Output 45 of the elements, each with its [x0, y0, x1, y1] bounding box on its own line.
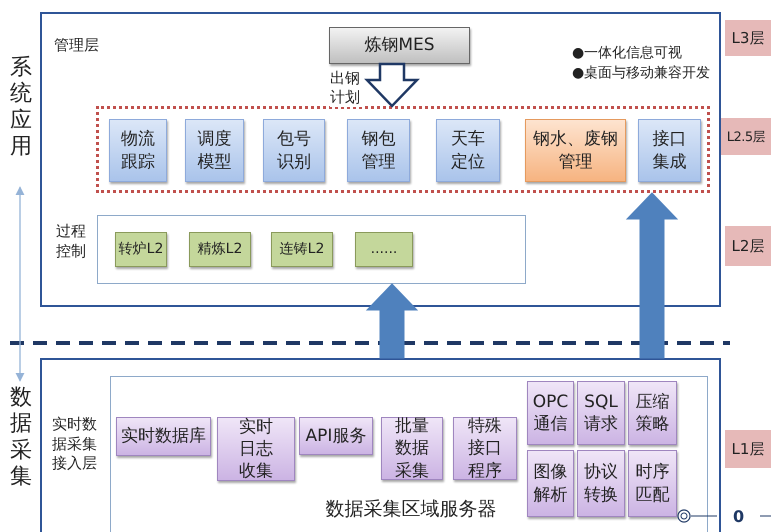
module-box: 天车定位 [436, 119, 500, 182]
service-box: 批量数据采集 [381, 417, 443, 480]
layer-tag: L1层 [725, 430, 771, 468]
block-arrow [366, 283, 418, 358]
panel-heading: 管理层 [54, 36, 100, 56]
module-box: 物流跟踪 [109, 119, 167, 182]
service-box: OPC 通信 [527, 381, 574, 445]
panel-heading: 实时数据采集接入层 [52, 415, 98, 474]
module-box: 钢包管理 [347, 119, 410, 182]
service-box: 特殊接口程序 [453, 417, 517, 480]
group-frame [96, 106, 710, 193]
module-box: ...... [355, 232, 413, 267]
layer-tag: L2层 [725, 226, 771, 266]
module-box: 调度模型 [185, 119, 244, 182]
layer-tag: L3层 [725, 20, 771, 56]
process-box: 炼钢MES [329, 27, 470, 64]
panel [110, 376, 708, 532]
module-box: 精炼L2 [189, 232, 251, 267]
panel [40, 12, 721, 307]
service-box: 实时数据库 [116, 417, 211, 456]
module-box: 连铸L2 [271, 232, 333, 267]
block-arrow [364, 62, 420, 108]
service-box: API服务 [299, 417, 373, 455]
panel [40, 358, 721, 532]
panel-heading: 过程控制 [56, 222, 87, 261]
module-box: 包号识别 [263, 119, 325, 182]
service-box: 实时日志收集 [217, 417, 295, 481]
layer-tag: L2.5层 [721, 118, 771, 155]
service-box: 压缩策略 [628, 381, 677, 445]
module-box: 钢水、废钢管理 [525, 119, 626, 182]
vertical-label: 系统应用 [9, 55, 33, 183]
page-number: 0 [733, 507, 744, 526]
vertical-label: 数据采集 [9, 385, 33, 503]
arrow [15, 186, 25, 382]
service-box: SQL 请求 [577, 381, 625, 445]
edge-label: 出钢计划 [330, 69, 362, 106]
block-arrow [626, 192, 678, 358]
bullet-note: ●桌面与移动兼容开发 [572, 64, 710, 82]
service-box: 时序匹配 [628, 450, 677, 517]
module-box: 接口集成 [638, 119, 701, 182]
module-box: 转炉L2 [115, 232, 167, 267]
service-box: 图像解析 [527, 450, 574, 517]
bullet-note: ●一体化信息可视 [572, 44, 682, 62]
service-box: 协议转换 [577, 450, 625, 517]
panel-heading: 数据采集区域服务器 [324, 497, 498, 522]
